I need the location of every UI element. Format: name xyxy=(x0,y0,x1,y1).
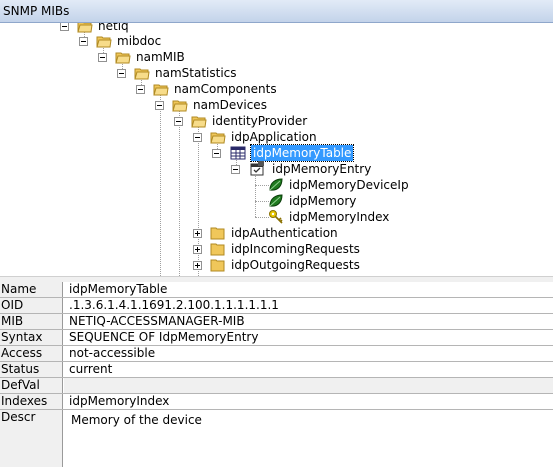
folder-icon xyxy=(172,97,188,113)
tree-node-idpmemoryentry[interactable]: idpMemoryEntry xyxy=(272,162,372,176)
tree-connector xyxy=(141,73,142,89)
property-value[interactable]: .1.3.6.1.4.1.1691.2.100.1.1.1.1.1.1 xyxy=(69,298,279,312)
property-row-status[interactable]: Status current xyxy=(0,362,553,378)
property-row-mib[interactable]: MIB NETIQ-ACCESSMANAGER-MIB xyxy=(0,314,553,330)
property-label: OID xyxy=(0,298,63,313)
tree-node-namcomponents[interactable]: namComponents xyxy=(174,82,277,96)
folder-icon xyxy=(96,33,112,49)
expander-mibdoc[interactable] xyxy=(79,37,88,46)
property-row-name[interactable]: Name idpMemoryTable xyxy=(0,282,553,298)
property-row-defval[interactable]: DefVal xyxy=(0,378,553,394)
property-row-syntax[interactable]: Syntax SEQUENCE OF IdpMemoryEntry xyxy=(0,330,553,346)
tree-node-identityprovider[interactable]: identityProvider xyxy=(212,114,308,128)
tree-connector xyxy=(122,57,123,73)
tree-node-idpauthentication[interactable]: idpAuthentication xyxy=(231,226,338,240)
tree-node-idpmemorytable[interactable]: idpMemoryTable xyxy=(249,144,355,162)
expander-idpmemorytable[interactable] xyxy=(212,149,221,158)
folder-icon xyxy=(210,225,226,241)
tree-node-mibdoc[interactable]: mibdoc xyxy=(117,34,162,48)
property-label: Access xyxy=(0,346,63,361)
key-icon xyxy=(268,209,284,225)
tree-node-namstatistics[interactable]: namStatistics xyxy=(155,66,237,80)
tree-node-idpmemorydeviceip[interactable]: idpMemoryDeviceIp xyxy=(289,178,409,192)
tree-node-namdevices[interactable]: namDevices xyxy=(193,98,267,112)
tree-connector xyxy=(255,185,269,186)
tree-connector xyxy=(179,105,180,276)
property-value[interactable]: current xyxy=(69,362,113,376)
property-value[interactable]: NETIQ-ACCESSMANAGER-MIB xyxy=(69,314,245,328)
property-value[interactable]: idpMemoryTable xyxy=(69,282,168,296)
folder-icon xyxy=(210,241,226,257)
property-row-oid[interactable]: OID .1.3.6.1.4.1.1691.2.100.1.1.1.1.1.1 xyxy=(0,298,553,314)
property-row-descr[interactable]: Descr Memory of the device xyxy=(0,410,553,467)
tree-connector xyxy=(198,121,199,276)
tree-node-idpincomingrequests[interactable]: idpIncomingRequests xyxy=(231,242,360,256)
tree-connector xyxy=(160,89,161,276)
property-row-access[interactable]: Access not-accessible xyxy=(0,346,553,362)
property-value[interactable]: SEQUENCE OF IdpMemoryEntry xyxy=(69,330,259,344)
expander-idpincomingrequests[interactable] xyxy=(193,245,202,254)
leaf-icon xyxy=(268,193,284,209)
tree-connector xyxy=(236,153,237,169)
leaf-icon xyxy=(268,177,284,193)
property-label: DefVal xyxy=(0,378,63,393)
property-label: Indexes xyxy=(0,394,63,409)
expander-idpauthentication[interactable] xyxy=(193,229,202,238)
folder-icon xyxy=(153,81,169,97)
tree-connector xyxy=(255,201,269,202)
folder-icon xyxy=(191,113,207,129)
expander-netiq[interactable] xyxy=(60,23,69,31)
folder-icon xyxy=(115,49,131,65)
property-value[interactable] xyxy=(64,378,553,393)
property-label: MIB xyxy=(0,314,63,329)
expander-namstatistics[interactable] xyxy=(117,69,126,78)
property-label: Status xyxy=(0,362,63,377)
entry-icon xyxy=(249,161,265,177)
tree-node-idpoutgoingrequests[interactable]: idpOutgoingRequests xyxy=(231,258,360,272)
tree-node-netiq[interactable]: netiq xyxy=(98,23,129,33)
properties-grid: Name idpMemoryTable OID .1.3.6.1.4.1.169… xyxy=(0,282,553,467)
tree-connector xyxy=(255,217,269,218)
property-row-indexes[interactable]: Indexes idpMemoryIndex xyxy=(0,394,553,410)
tree-node-idpapplication[interactable]: idpApplication xyxy=(231,130,317,144)
window-title-bar: SNMP MIBs xyxy=(0,0,553,23)
expander-idpmemoryentry[interactable] xyxy=(231,165,240,174)
window-title: SNMP MIBs xyxy=(3,4,70,18)
table-icon xyxy=(230,145,246,161)
mib-tree[interactable]: netiq mibdoc namMIB namStatistics namCom… xyxy=(0,23,553,276)
tree-node-nammib[interactable]: namMIB xyxy=(136,50,185,64)
tree-node-idpmemoryindex[interactable]: idpMemoryIndex xyxy=(289,210,390,224)
property-value[interactable]: Memory of the device xyxy=(71,413,202,427)
property-label: Name xyxy=(0,282,63,297)
folder-icon xyxy=(210,129,226,145)
tree-node-idpmemory[interactable]: idpMemory xyxy=(289,194,357,208)
tree-connector xyxy=(103,41,104,57)
property-value[interactable]: idpMemoryIndex xyxy=(69,394,170,408)
property-label: Syntax xyxy=(0,330,63,345)
folder-icon xyxy=(77,23,93,34)
folder-icon xyxy=(210,257,226,273)
expander-idpoutgoingrequests[interactable] xyxy=(193,261,202,270)
expander-namdevices[interactable] xyxy=(155,101,164,110)
property-value[interactable]: not-accessible xyxy=(69,346,156,360)
tree-connector xyxy=(217,137,218,153)
expander-identityprovider[interactable] xyxy=(174,117,183,126)
expander-namcomponents[interactable] xyxy=(136,85,145,94)
expander-nammib[interactable] xyxy=(98,53,107,62)
folder-icon xyxy=(134,65,150,81)
splitter-bar[interactable] xyxy=(0,276,553,282)
expander-idpapplication[interactable] xyxy=(193,133,202,142)
property-label: Descr xyxy=(0,410,63,467)
tree-connector xyxy=(255,169,256,217)
